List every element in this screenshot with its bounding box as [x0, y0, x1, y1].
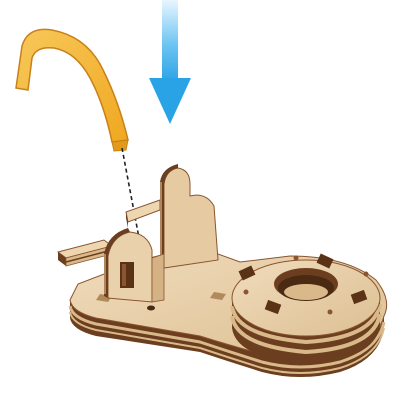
disk-dot [294, 256, 299, 261]
front-tab [58, 240, 112, 266]
front-upright [104, 228, 164, 302]
disk-dot [244, 290, 249, 295]
disk-dot [328, 310, 333, 315]
highlighted-curved-piece [16, 29, 128, 151]
down-arrow-icon [149, 0, 191, 124]
disk-dot [364, 272, 369, 277]
